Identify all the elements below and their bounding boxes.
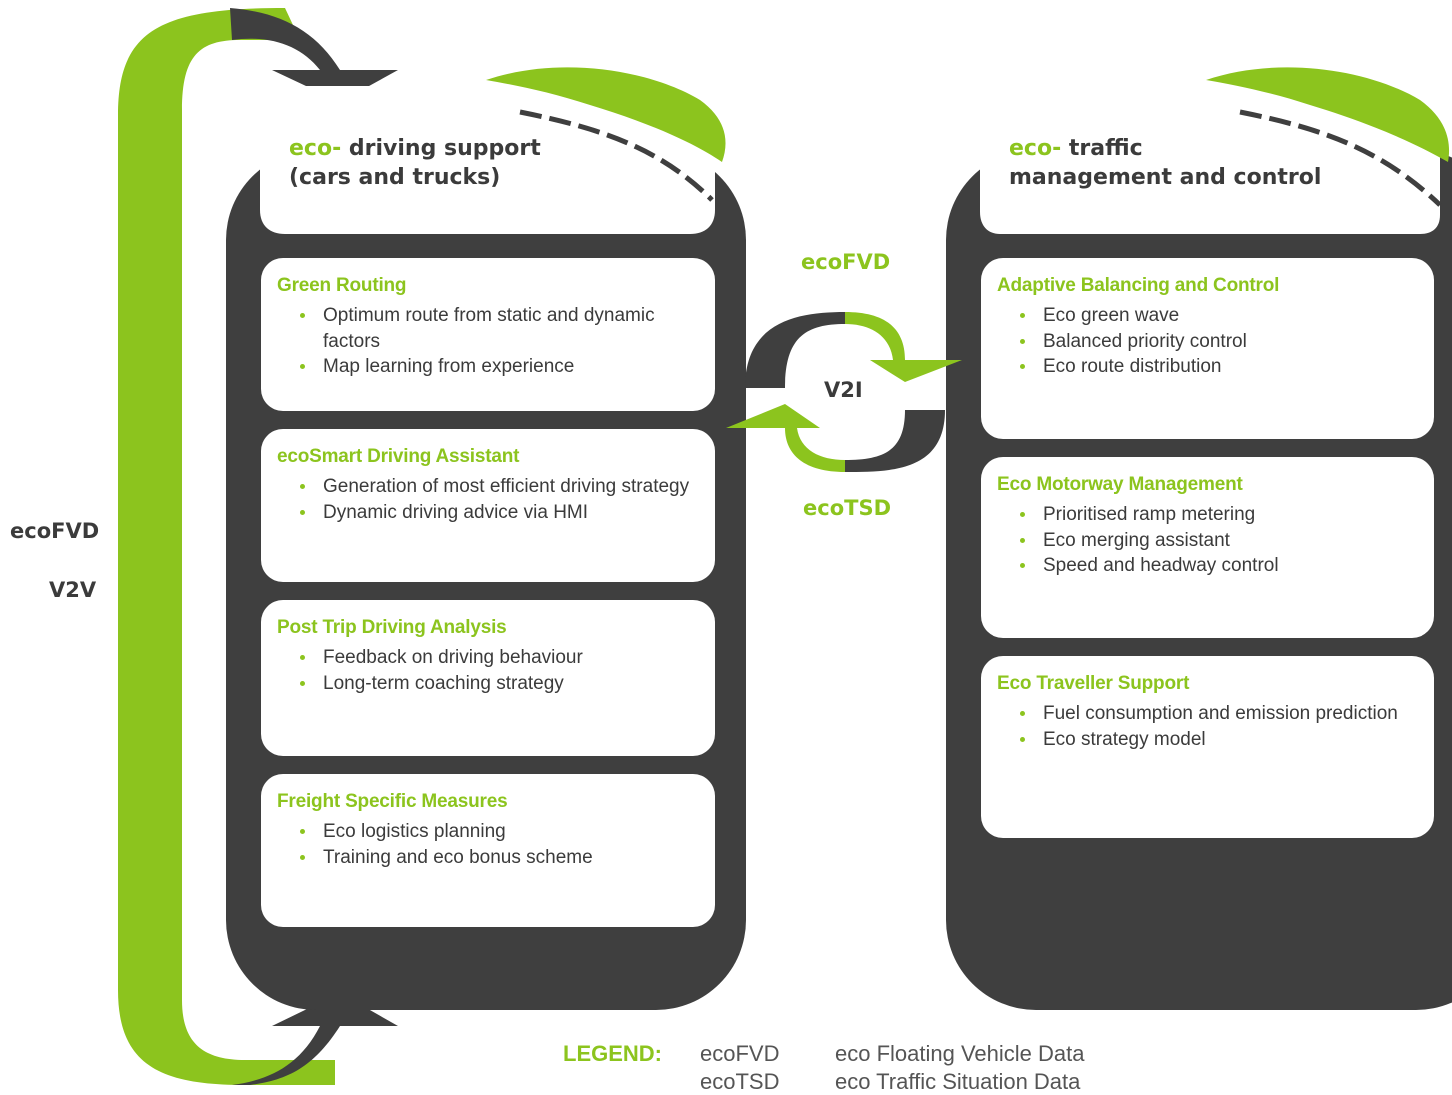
v2i-green-arrow-right bbox=[845, 312, 962, 382]
v2v-top-arrowhead bbox=[230, 8, 398, 102]
list-item: Dynamic driving advice via HMI bbox=[300, 500, 699, 526]
right-title-prefix: eco- bbox=[1009, 136, 1062, 161]
left-ecofvd-label: ecoFVD bbox=[10, 519, 100, 543]
left-v2v-label: V2V bbox=[49, 578, 97, 602]
left-leaf bbox=[486, 67, 726, 162]
right-title-card bbox=[980, 86, 1440, 234]
card-title: Post Trip Driving Analysis bbox=[277, 617, 507, 638]
left-leaf-vein bbox=[519, 109, 714, 202]
card-traveller-support: Eco Traveller Support Fuel consumption a… bbox=[981, 656, 1434, 838]
card-adaptive-balancing: Adaptive Balancing and Control Eco green… bbox=[981, 258, 1434, 439]
card-post-trip-analysis: Post Trip Driving Analysis Feedback on d… bbox=[261, 600, 715, 756]
list-item: Map learning from experience bbox=[300, 354, 699, 380]
list-item: Eco green wave bbox=[1020, 303, 1418, 329]
right-title-line2: management and control bbox=[1009, 165, 1322, 190]
legend-label: LEGEND: bbox=[563, 1041, 662, 1066]
card-title: Eco Motorway Management bbox=[997, 474, 1243, 495]
card-title: Green Routing bbox=[277, 275, 407, 296]
v2i-dark-arc-left bbox=[745, 312, 845, 388]
right-title-main: traffic bbox=[1068, 136, 1143, 161]
card-ecosmart-driving: ecoSmart Driving Assistant Generation of… bbox=[261, 429, 715, 582]
v2i-dark-arc-right bbox=[845, 410, 945, 472]
list-item: Eco route distribution bbox=[1020, 354, 1418, 380]
legend-abbr-0: ecoFVD bbox=[700, 1041, 780, 1066]
legend-abbr-1: ecoTSD bbox=[700, 1069, 780, 1094]
center-v2i-label: V2I bbox=[824, 378, 863, 402]
list-item: Optimum route from static and dynamic fa… bbox=[300, 303, 699, 354]
card-green-routing: Green Routing Optimum route from static … bbox=[261, 258, 715, 411]
right-leaf-vein bbox=[1239, 109, 1442, 207]
left-title-prefix: eco- bbox=[289, 136, 342, 161]
left-panel-title: eco- driving support (cars and trucks) bbox=[289, 134, 541, 192]
right-panel-title: eco- traffic management and control bbox=[1009, 134, 1321, 192]
card-title: Adaptive Balancing and Control bbox=[997, 275, 1280, 296]
card-title: Eco Traveller Support bbox=[997, 673, 1190, 694]
card-motorway-management: Eco Motorway Management Prioritised ramp… bbox=[981, 457, 1434, 638]
card-freight-measures: Freight Specific Measures Eco logistics … bbox=[261, 774, 715, 927]
list-item: Eco logistics planning bbox=[300, 819, 699, 845]
v2i-green-arrow-left bbox=[726, 404, 845, 472]
center-ecotsd-label: ecoTSD bbox=[803, 496, 891, 520]
v2v-loop-arrow bbox=[118, 8, 335, 1085]
list-item: Speed and headway control bbox=[1020, 553, 1418, 579]
list-item: Feedback on driving behaviour bbox=[300, 645, 699, 671]
card-title: Freight Specific Measures bbox=[277, 791, 508, 812]
legend-area bbox=[540, 1030, 1140, 1085]
list-item: Balanced priority control bbox=[1020, 329, 1418, 355]
left-title-line2: (cars and trucks) bbox=[289, 165, 501, 190]
list-item: Training and eco bonus scheme bbox=[300, 845, 699, 871]
list-item: Fuel consumption and emission prediction bbox=[1020, 701, 1418, 727]
legend-meaning-1: eco Traffic Situation Data bbox=[835, 1069, 1081, 1094]
center-ecofvd-label: ecoFVD bbox=[801, 250, 891, 274]
left-title-card bbox=[260, 86, 715, 234]
right-leaf bbox=[1206, 67, 1450, 162]
list-item: Generation of most efficient driving str… bbox=[300, 474, 699, 500]
v2v-bottom-arrowhead bbox=[232, 993, 398, 1085]
legend-meaning-0: eco Floating Vehicle Data bbox=[835, 1041, 1085, 1066]
list-item: Long-term coaching strategy bbox=[300, 671, 699, 697]
list-item: Prioritised ramp metering bbox=[1020, 502, 1418, 528]
list-item: Eco strategy model bbox=[1020, 727, 1418, 753]
left-title-main: driving support bbox=[348, 136, 541, 161]
card-title: ecoSmart Driving Assistant bbox=[277, 446, 520, 467]
list-item: Eco merging assistant bbox=[1020, 528, 1418, 554]
